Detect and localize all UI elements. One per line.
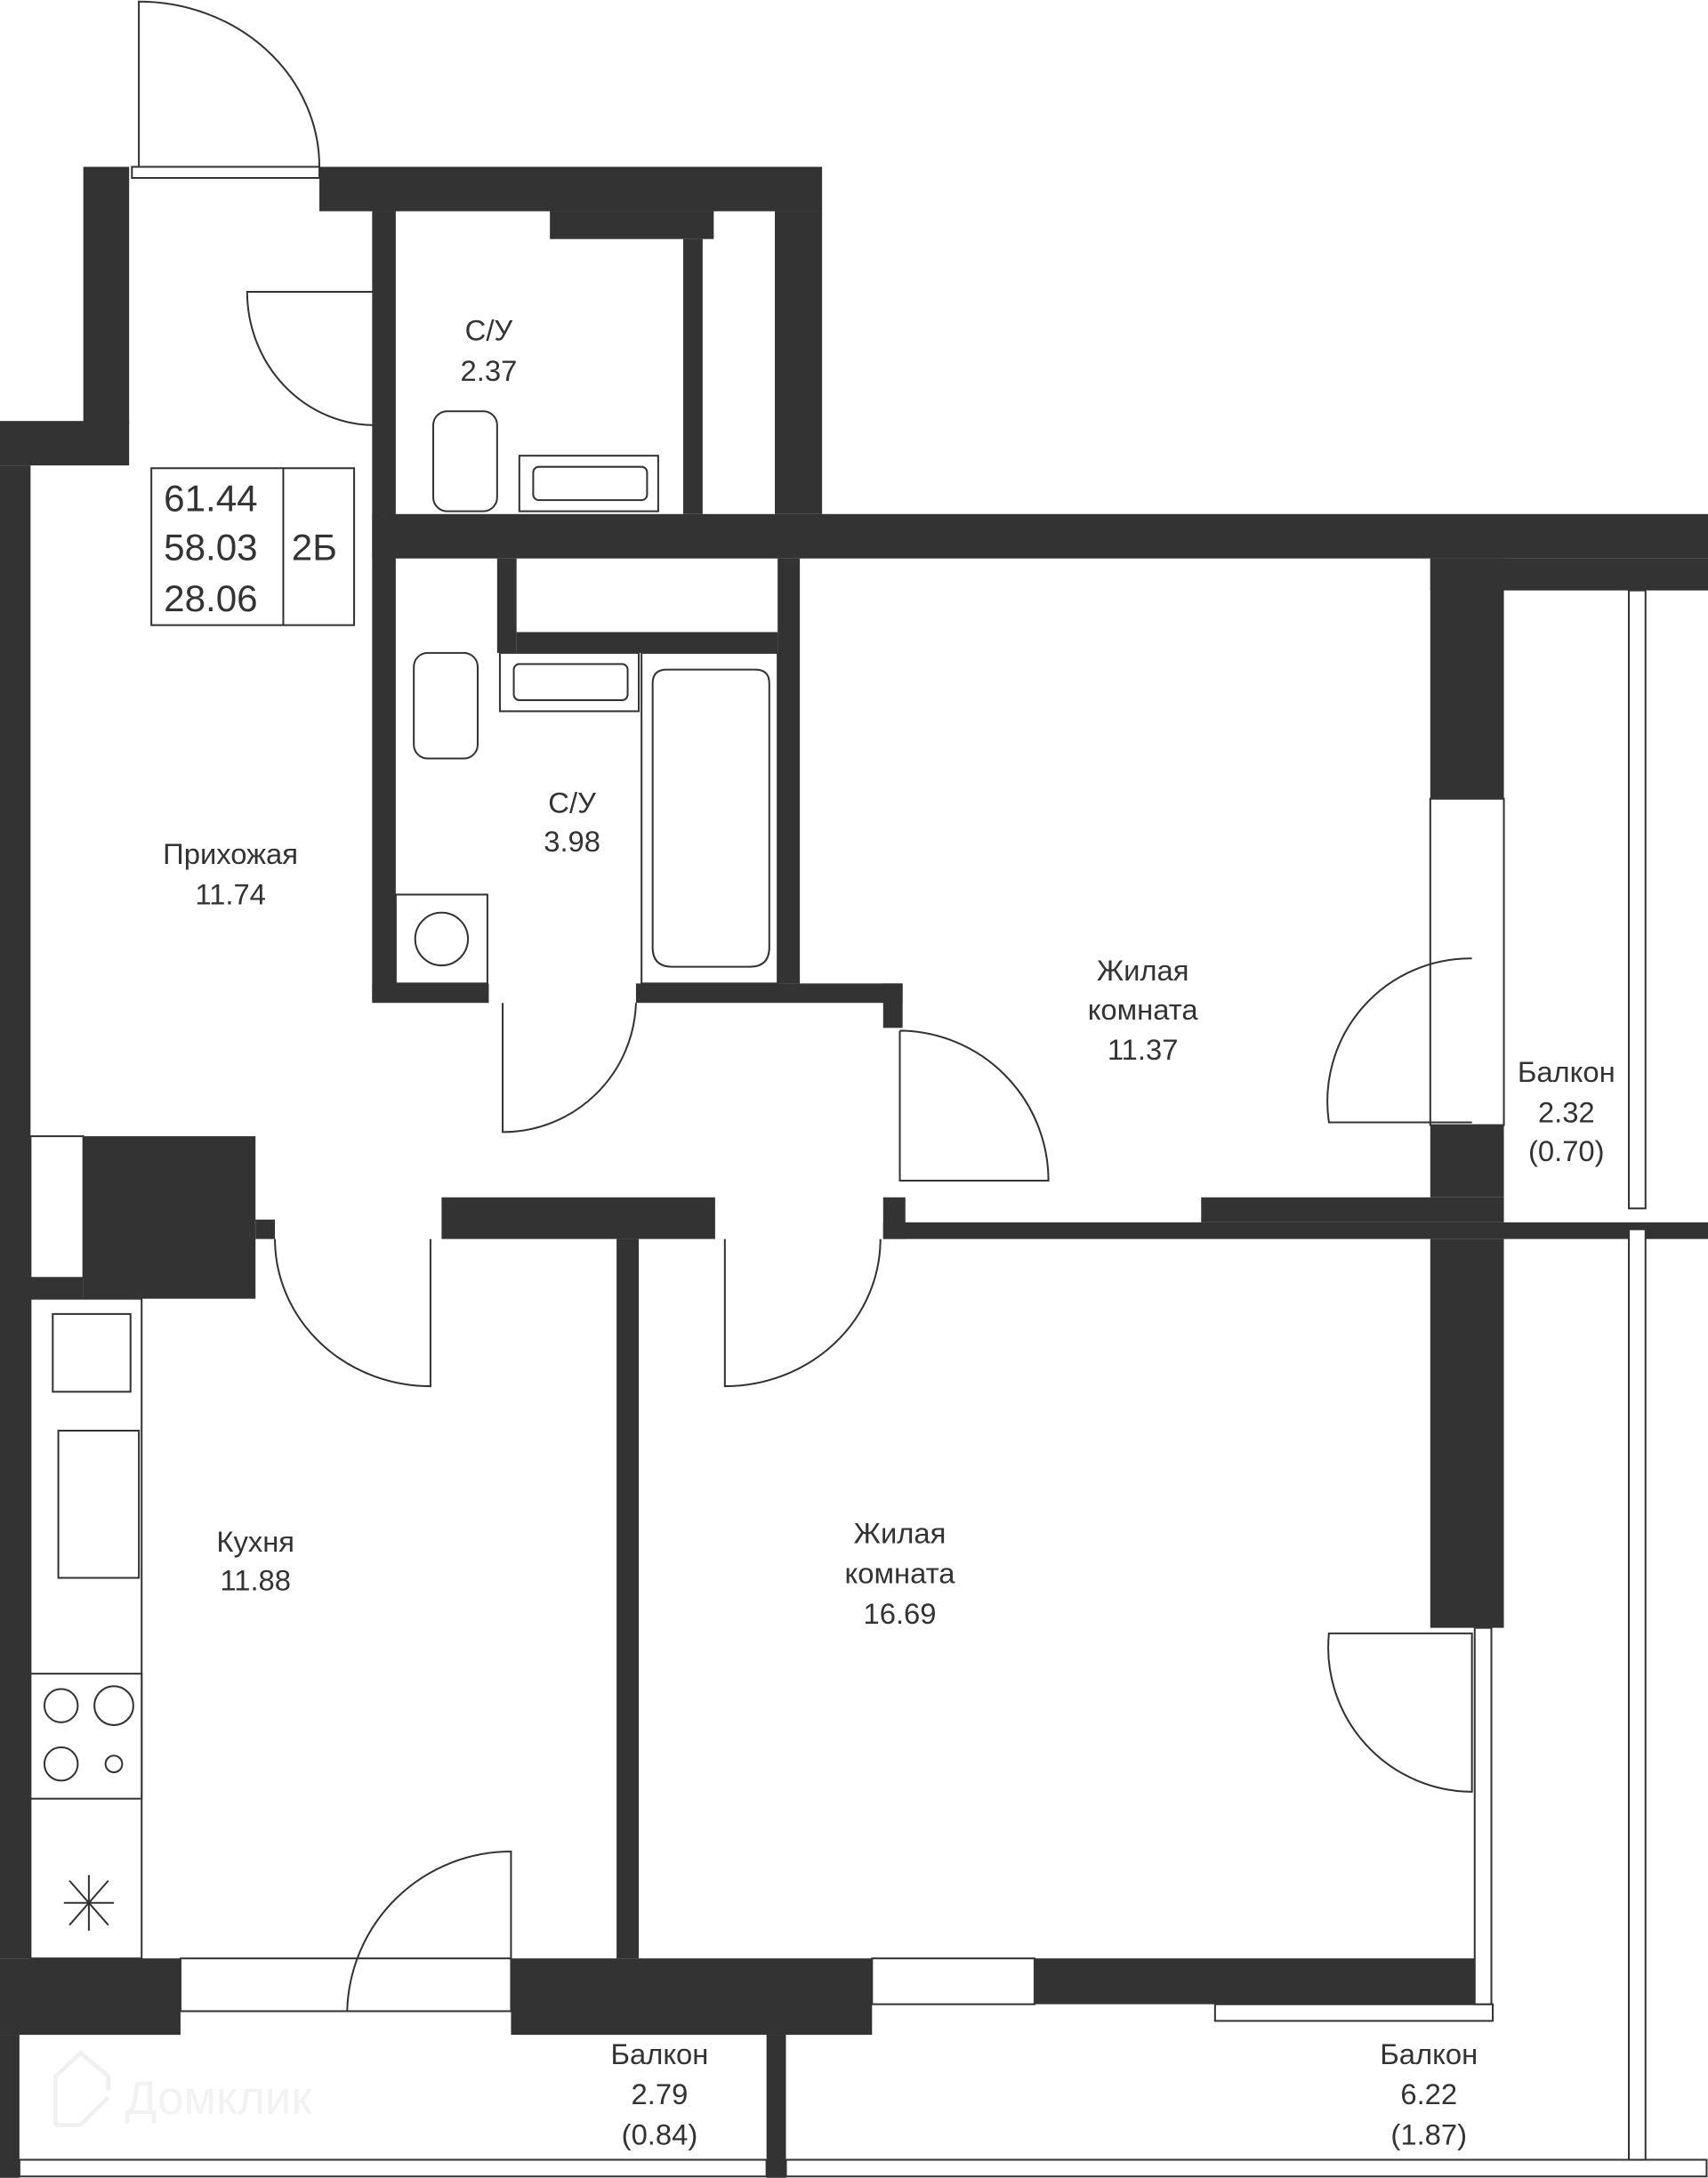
info-box: 61.44 58.03 28.06 2Б: [150, 467, 356, 626]
room-area: 16.69: [864, 1597, 937, 1630]
room-name: Балкон: [1380, 2037, 1478, 2070]
room-area: 2.32: [1538, 1095, 1595, 1128]
living-area: 28.06: [164, 577, 257, 619]
room-name: комната: [1088, 993, 1199, 1026]
room-area: 11.74: [195, 877, 266, 910]
room-area: 2.79: [632, 2077, 689, 2110]
room-name: комната: [845, 1557, 956, 1590]
watermark: Домклик: [53, 2050, 312, 2127]
room-area: 11.88: [220, 1564, 291, 1597]
room-name: Кухня: [216, 1525, 294, 1558]
room-name: С/У: [548, 786, 596, 819]
room-area: 6.22: [1400, 2077, 1457, 2110]
vent-icon: [63, 1875, 114, 1931]
walls: [0, 166, 1708, 2178]
room-labels: С/У 2.37 С/У 3.98 Прихожая 11.74 Жилая к…: [163, 314, 1615, 2151]
room-name: Жилая: [1097, 954, 1189, 987]
house-logo-icon: [53, 2050, 111, 2127]
living-total-area: 58.03: [164, 526, 257, 568]
doors: [138, 0, 1473, 2012]
room-name: Жилая: [854, 1516, 947, 1549]
room-area: 11.37: [1108, 1033, 1179, 1066]
room-reduced-area: (0.84): [622, 2118, 698, 2150]
fixtures: [29, 410, 779, 1960]
room-reduced-area: (1.87): [1390, 2118, 1467, 2150]
room-area: 2.37: [461, 354, 518, 387]
room-area: 3.98: [544, 825, 600, 858]
room-reduced-area: (0.70): [1528, 1134, 1605, 1167]
watermark-text: Домклик: [125, 2072, 312, 2125]
apartment-type: 2Б: [292, 526, 337, 568]
room-name: Балкон: [611, 2037, 709, 2070]
room-name: С/У: [465, 314, 513, 347]
total-area: 61.44: [164, 478, 257, 520]
room-name: Балкон: [1518, 1055, 1615, 1088]
room-name: Прихожая: [163, 837, 298, 870]
